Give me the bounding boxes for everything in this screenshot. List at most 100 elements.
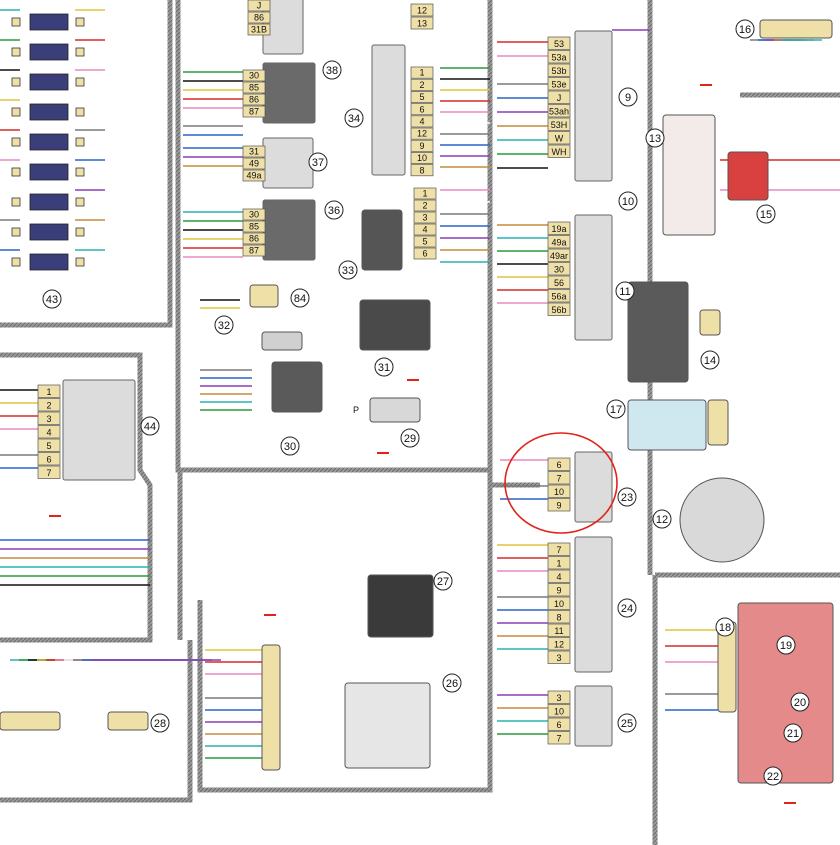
unit-34-pin: [410, 78, 434, 91]
fuse-terminal: [75, 17, 85, 27]
unit-34-pin-label: 12: [417, 6, 427, 16]
fuse: [29, 253, 69, 271]
relay-38-pin: [242, 93, 266, 106]
connector-17: [707, 399, 729, 446]
wire-bundles: [0, 9, 840, 759]
switch-11-pin: [547, 248, 571, 262]
unit-34-pin-label: 2: [419, 80, 424, 90]
connector-28-right: [107, 711, 149, 731]
switch-9-pin-label: 53e: [551, 80, 566, 90]
connector-28-left: [0, 711, 61, 731]
motor-33-pin-label: 4: [422, 225, 427, 235]
switch-23-badge: [617, 487, 637, 507]
switch-24-pin-label: 8: [556, 613, 561, 623]
wiper-relay-pin-label: 86: [254, 13, 264, 23]
switch-25-pin-label: 3: [556, 693, 561, 703]
relay-38-number: 38: [326, 65, 338, 77]
number-badges: 3837363433843231302943449101113151417231…: [42, 19, 810, 786]
switch-30-body: [271, 361, 323, 413]
switch-37-pin: [242, 157, 266, 170]
switch-24-pin: [547, 583, 571, 597]
relay-44-pin-label: 6: [46, 455, 51, 465]
switch-11-pin: [547, 302, 571, 316]
wiper-relay-pin-label: J: [257, 1, 262, 11]
relay-44-pin-label: 5: [46, 441, 51, 451]
fuel-12-number: 12: [656, 514, 668, 526]
lamp-20-number: 20: [794, 697, 806, 709]
switch-30-number: 30: [284, 441, 296, 453]
motor-33-number: 33: [342, 265, 354, 277]
switch-9-number: 9: [625, 92, 631, 104]
highlight-circle: [504, 432, 618, 534]
relay-44-badge: [140, 416, 160, 436]
switch-37-badge: [308, 152, 328, 172]
switch-23-pin: [547, 471, 571, 485]
relay-38-pin: [242, 81, 266, 94]
relay-44-pin: [37, 384, 61, 398]
relay-38-body: [262, 62, 316, 124]
unit-34-body: [371, 44, 406, 176]
switch-29-badge: [400, 428, 420, 448]
lamp-panel-body: [737, 602, 834, 784]
relay-44-pin: [37, 465, 61, 479]
switch-23-pin: [547, 498, 571, 512]
motor-14-number: 14: [704, 355, 716, 367]
switch-24-pin-label: 1: [556, 559, 561, 569]
switch-37-body: [262, 137, 314, 189]
connector-28-badge: [150, 713, 170, 733]
fuse-terminal: [11, 47, 21, 57]
switch-24-pin: [547, 623, 571, 637]
switch-25-badge: [617, 713, 637, 733]
switch-9-pin: [547, 104, 571, 118]
relay-36-pin: [242, 232, 266, 245]
fuse-terminal: [11, 77, 21, 87]
switch-11-pin-label: 56b: [551, 305, 566, 315]
fuse-terminal: [75, 257, 85, 267]
fuse: [29, 193, 69, 211]
switch-29-label: P: [353, 405, 359, 415]
fuel-12-body: [679, 477, 765, 563]
switch-24-pin-label: 10: [554, 599, 564, 609]
relay-44-pin-label: 7: [46, 468, 51, 478]
switch-11-body: [574, 214, 613, 341]
unit-34-pin-label: 4: [419, 117, 424, 127]
switch-9-pin-label: 53: [554, 39, 564, 49]
fuse: [29, 73, 69, 91]
fuse-terminal: [75, 197, 85, 207]
switch-9-pin-label: 53H: [551, 120, 568, 130]
connector-26-block: [261, 644, 281, 771]
switch-24-pin: [547, 569, 571, 583]
motor-33-pin: [413, 235, 437, 248]
switch-11-pin-label: 56a: [551, 292, 566, 302]
switch-11-number: 11: [619, 286, 630, 298]
switch-23-pin-label: 9: [556, 501, 561, 511]
switch-37-number: 37: [312, 157, 324, 169]
motor-14-body: [627, 281, 689, 383]
switch-11-badge: [615, 281, 635, 301]
fuse-terminal: [11, 197, 21, 207]
relay-44-pin-label: 2: [46, 401, 51, 411]
switch-11-pin: [547, 262, 571, 276]
connector-16-block: [759, 19, 833, 39]
fuse-terminal: [11, 107, 21, 117]
switch-11-pin: [547, 221, 571, 235]
relay-36-number: 36: [328, 205, 340, 217]
relay-44-pin: [37, 425, 61, 439]
switch-23-pin-label: 10: [554, 487, 564, 497]
relay-44-pin: [37, 398, 61, 412]
switch-9-pin: [547, 50, 571, 64]
lamp-21-number: 21: [787, 728, 799, 740]
horn-84-connector: [249, 284, 279, 308]
switch-37-pin: [242, 169, 266, 182]
wiper-relay-pin: [247, 11, 271, 24]
fuse-terminal: [75, 107, 85, 117]
wiper-relay-pin-label: 31B: [251, 25, 267, 35]
lamp-13-body: [662, 114, 716, 236]
